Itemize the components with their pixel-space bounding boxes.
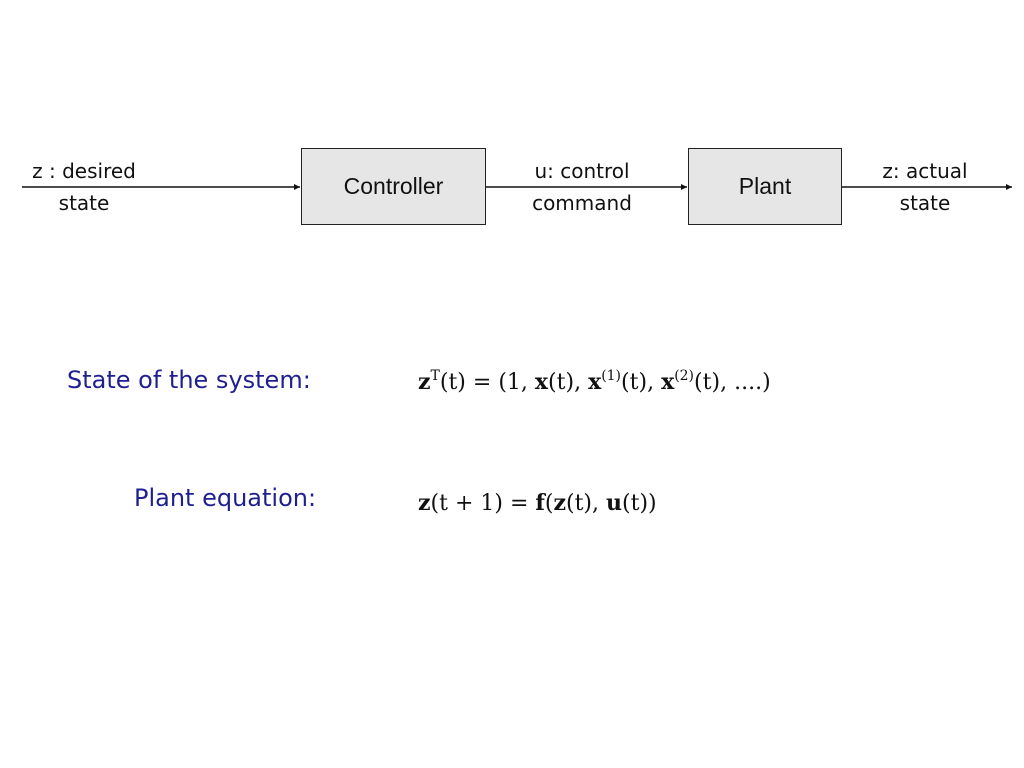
controller-block: Controller — [301, 148, 486, 225]
input-signal-line1: z : desired — [32, 159, 136, 183]
state-label: State of the system: — [67, 366, 311, 394]
control-block-diagram: Controller Plant z : desired state u: co… — [0, 140, 1024, 240]
output-signal-label: z: actual state — [870, 155, 980, 219]
control-signal-line1: u: control — [534, 159, 630, 183]
plant-label: Plant — [738, 173, 792, 199]
output-signal-line1: z: actual — [882, 159, 968, 183]
output-signal-line2: state — [899, 191, 951, 215]
control-signal-label: u: control command — [520, 155, 644, 219]
state-equation: zT(t) = (1, x(t), x(1)(t), x(2)(t), ....… — [418, 368, 771, 395]
plant-equation: z(t + 1) = f(z(t), u(t)) — [418, 490, 657, 516]
plant-block: Plant — [688, 148, 842, 225]
input-signal-line2: state — [58, 191, 110, 215]
controller-label: Controller — [343, 173, 444, 199]
signal-arrows — [22, 184, 1012, 190]
input-signal-label: z : desired state — [24, 155, 144, 219]
control-signal-line2: command — [532, 191, 632, 215]
plant-equation-label: Plant equation: — [134, 484, 317, 512]
